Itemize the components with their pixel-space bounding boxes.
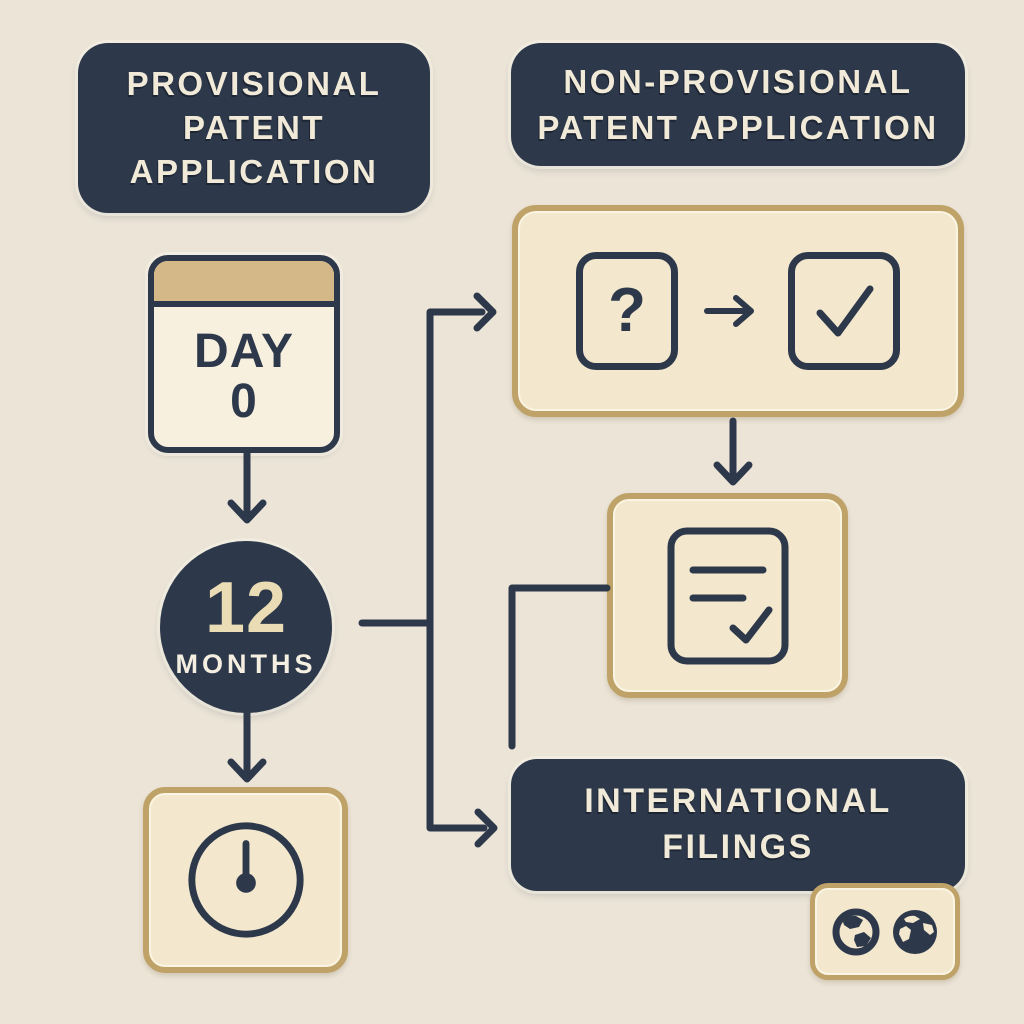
- question-box-icon: ?: [576, 252, 678, 370]
- connector-document-elbow: [508, 584, 611, 750]
- globe-eastern-hemisphere-icon: [892, 909, 937, 954]
- examination-panel: ?: [512, 205, 964, 417]
- provisional-line-3: APPLICATION: [129, 153, 379, 191]
- provisional-line-1: PROVISIONAL: [126, 64, 382, 102]
- arrowhead-months-to-clock: [227, 758, 267, 783]
- non-provisional-line-1: NON-PROVISIONAL: [563, 62, 913, 100]
- provisional-line-2: PATENT: [182, 108, 326, 146]
- globe-east-sea-west: [898, 925, 911, 942]
- arrow-right-icon: [704, 295, 754, 327]
- months-number: 12: [204, 568, 288, 649]
- globe-west-ring: [832, 908, 879, 955]
- months-unit-label: MONTHS: [175, 648, 317, 679]
- question-mark-glyph: ?: [608, 276, 646, 345]
- calendar-header-band: [154, 261, 334, 307]
- day-number: 0: [230, 375, 258, 428]
- globe-east-disc: [892, 909, 937, 954]
- document-checklist-icon: [667, 527, 788, 664]
- international-line-2: FILINGS: [662, 828, 814, 866]
- clock-center-dot: [235, 873, 256, 893]
- connector-junction-line: [426, 308, 488, 832]
- non-provisional-line-2: PATENT APPLICATION: [537, 108, 939, 146]
- arrow-right-head: [733, 295, 754, 327]
- day-label: DAY: [194, 325, 294, 379]
- checkmark-box-icon: [788, 252, 900, 370]
- international-filings-box: INTERNATIONAL FILINGS: [511, 759, 965, 891]
- international-line-1: INTERNATIONAL: [584, 782, 892, 821]
- globe-east-sea-north: [903, 915, 920, 923]
- clock-face: [187, 822, 304, 938]
- checkmark-glyph: [816, 285, 874, 337]
- twelve-months-milestone: 12 MONTHS: [160, 541, 332, 713]
- deadline-clock-panel: [143, 787, 348, 973]
- globe-west-land-north: [842, 915, 863, 929]
- checkmark-path: [816, 285, 874, 337]
- clock-deadline-icon: [187, 822, 304, 938]
- globe-east-sea-east: [922, 922, 934, 935]
- globe-western-hemisphere-icon: [832, 908, 879, 955]
- arrowhead-calendar-to-months: [227, 499, 267, 524]
- provisional-patent-box: PROVISIONAL PATENT APPLICATION: [78, 43, 430, 213]
- non-provisional-patent-box: NON-PROVISIONAL PATENT APPLICATION: [511, 43, 965, 166]
- arrowhead-exam-to-document: [713, 461, 753, 486]
- globes-panel: [810, 883, 960, 980]
- document-outline: [667, 527, 788, 664]
- calendar-date-area: DAY 0: [154, 307, 334, 447]
- arrowhead-to-exam-panel: [473, 292, 497, 332]
- document-checkmark: [729, 606, 772, 643]
- arrowhead-to-international: [474, 808, 498, 848]
- globe-west-land-south: [853, 931, 871, 947]
- calendar-day-icon: DAY 0: [148, 255, 340, 453]
- document-panel: [607, 493, 848, 698]
